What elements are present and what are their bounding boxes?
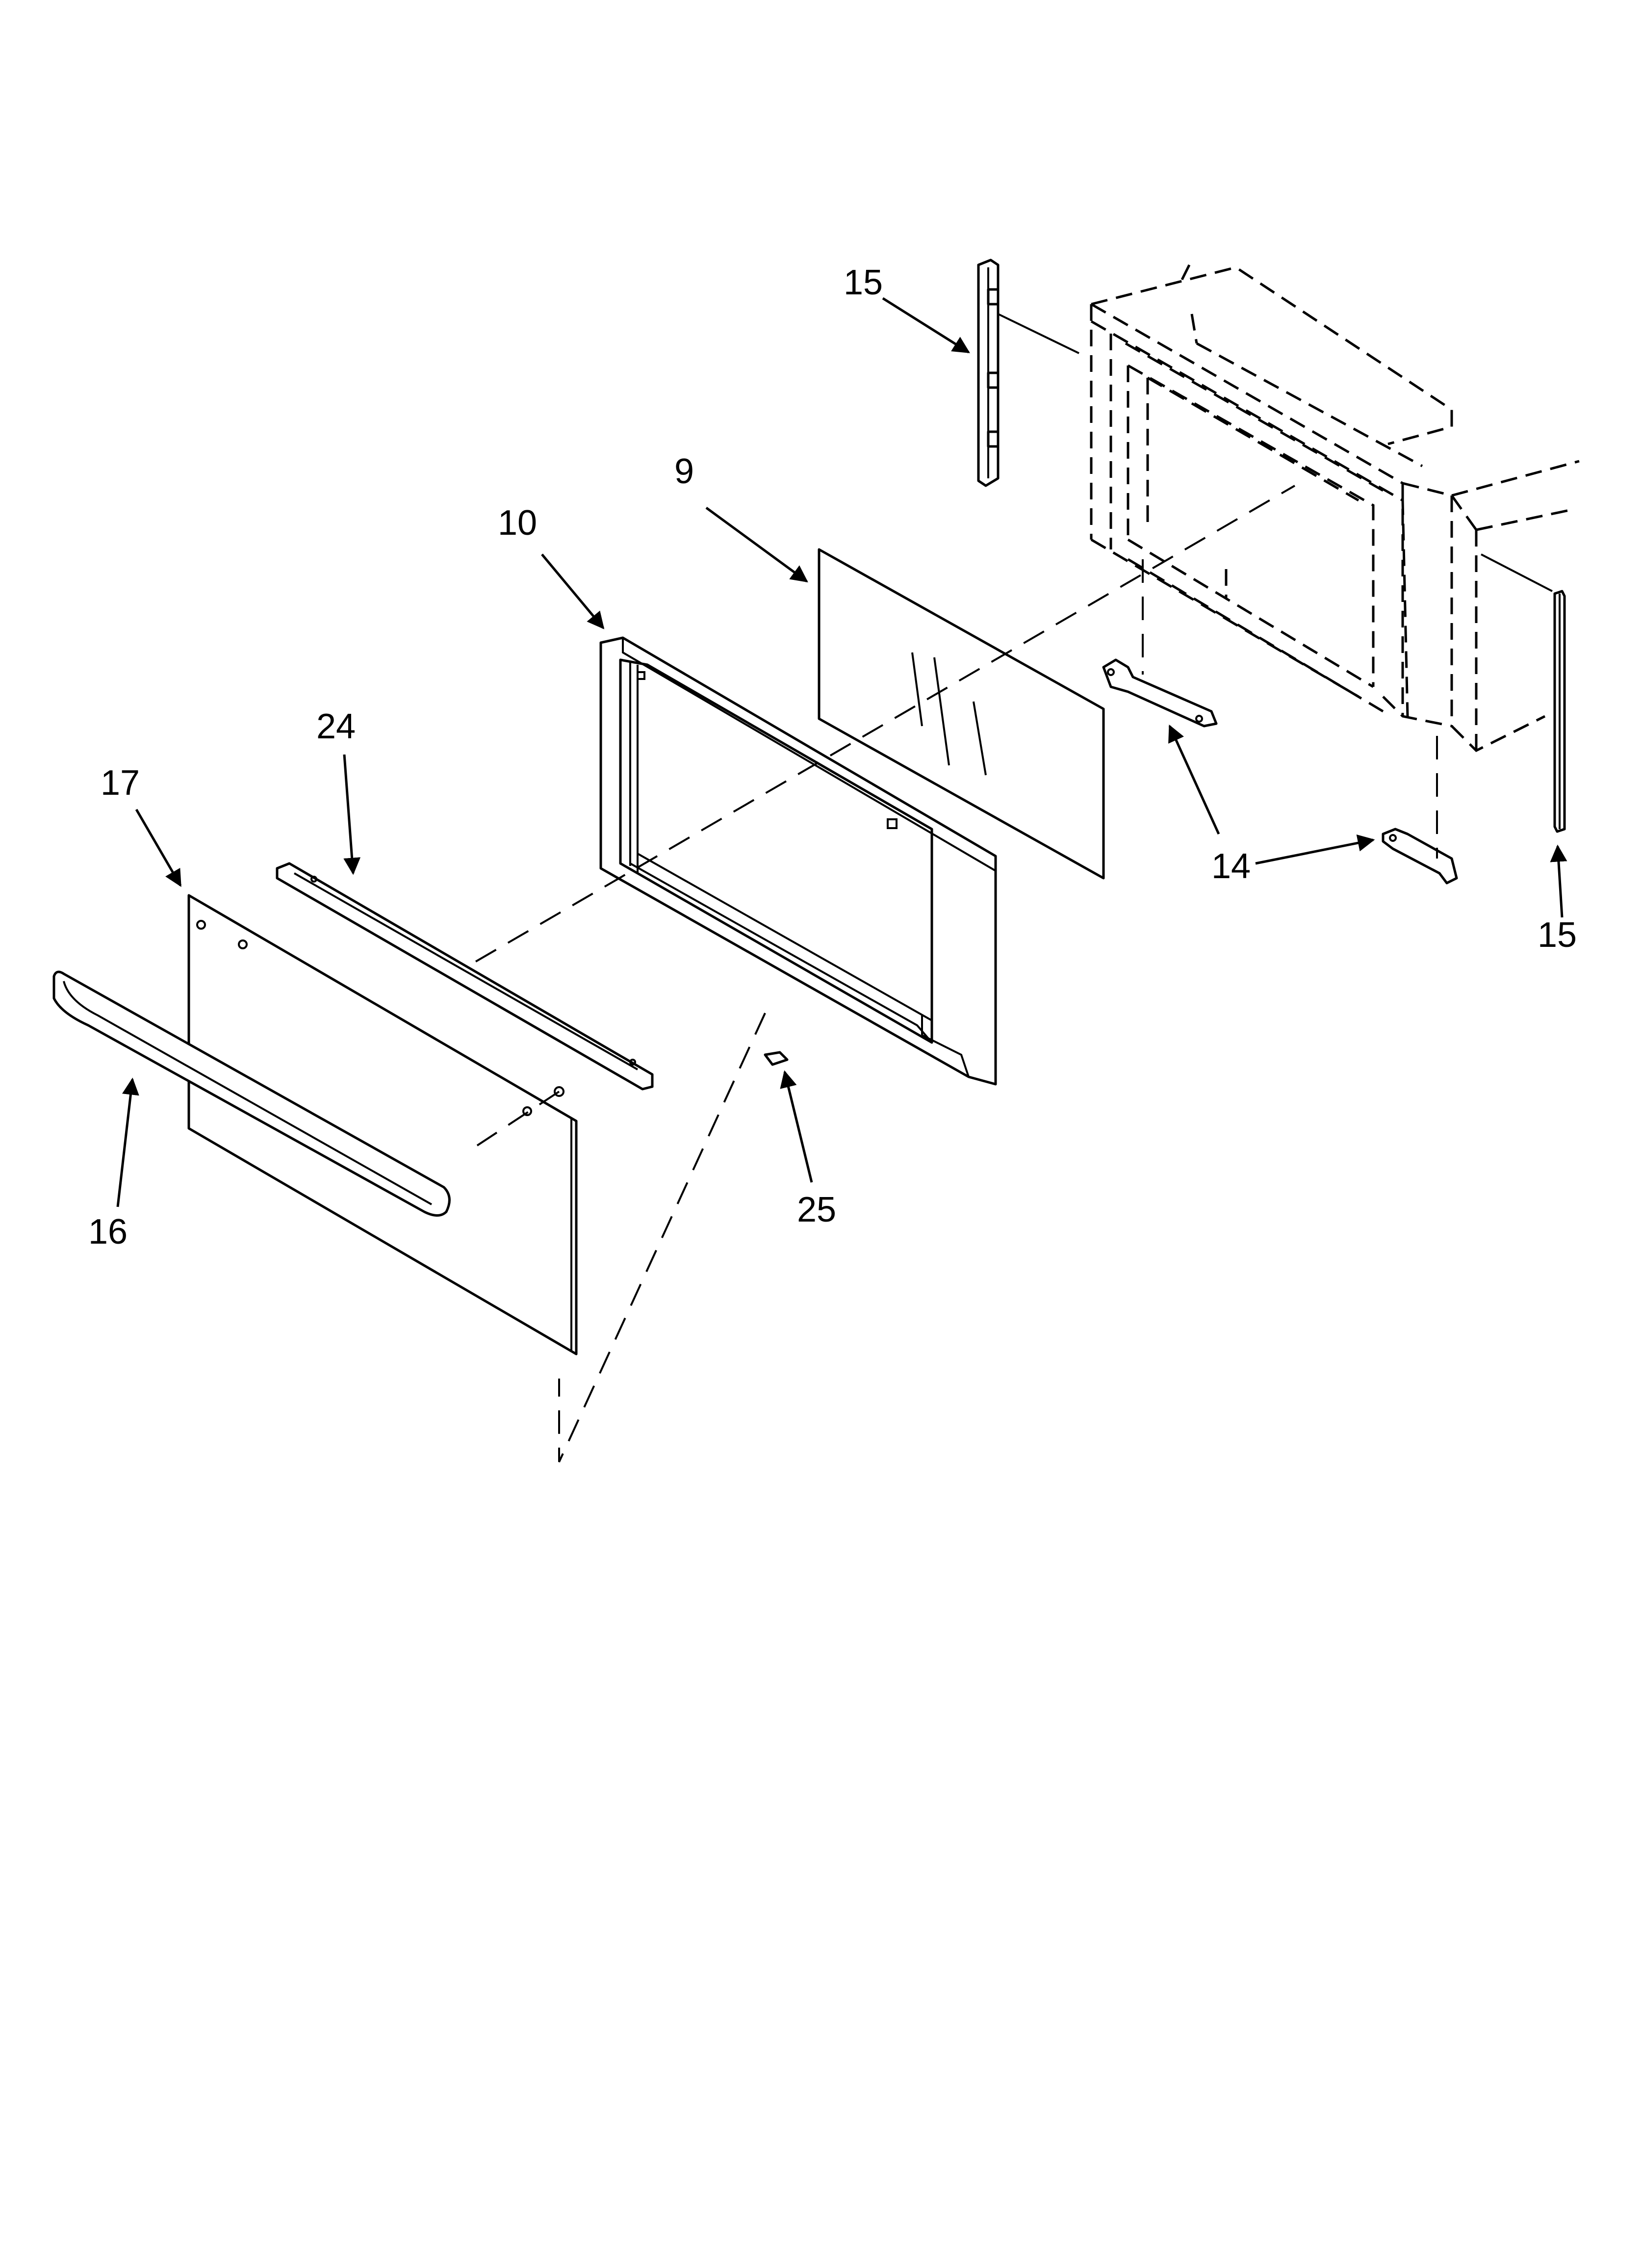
callout-labels: 15 9 10 24 17 14 15 25 16 [88, 263, 1577, 1251]
part-10-door-frame [599, 636, 997, 1086]
part-15-upper-trim [977, 259, 1079, 487]
callout-17: 17 [101, 763, 140, 803]
assembly-lines [465, 485, 1296, 1462]
callout-15-upper: 15 [844, 263, 883, 302]
part-16-handle [52, 970, 451, 1217]
callout-25: 25 [797, 1190, 836, 1229]
part-24-strip [276, 862, 654, 1091]
part-9-glass [818, 548, 1105, 880]
oven-cavity-phantom [1090, 264, 1580, 753]
part-17-outer-panel [187, 894, 578, 1356]
callout-14: 14 [1211, 847, 1251, 886]
callout-16: 16 [88, 1212, 128, 1251]
callout-24: 24 [316, 707, 356, 746]
callout-leaders [116, 297, 1567, 1207]
callout-15-right: 15 [1538, 915, 1577, 955]
callout-10: 10 [498, 503, 537, 543]
part-14-hinge-lower [1382, 736, 1458, 885]
part-15-right-trim [1481, 553, 1566, 833]
part-25-clip [764, 1051, 789, 1066]
callout-9: 9 [674, 452, 694, 491]
part-14-hinge-upper [1102, 559, 1218, 728]
